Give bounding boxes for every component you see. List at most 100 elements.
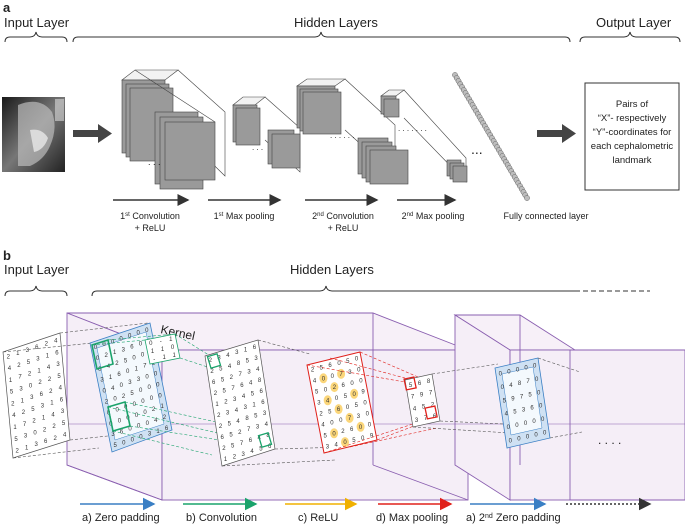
grid-digit: 1: [37, 368, 41, 374]
grid-digit: 4: [249, 381, 253, 387]
grid-digit: 0: [357, 368, 361, 374]
stage-label-conv2-relu: + ReLU: [328, 223, 359, 233]
relu-highlight: [345, 412, 354, 423]
grid-digit: 5: [246, 359, 250, 365]
grid-digit: 2: [105, 353, 109, 359]
pool2-dots: . . . . . . .: [398, 124, 427, 133]
grid-digit: 0: [350, 381, 354, 387]
grid-digit: 1: [215, 402, 219, 408]
grid-digit: 6: [35, 345, 39, 351]
grid-digit: 3: [41, 404, 45, 410]
input-matrix: 2136244253161721435302252136244253161721…: [2, 332, 71, 459]
grid-digit: 2: [43, 427, 47, 433]
grid-digit: 5: [346, 359, 350, 365]
grid-digit: 0: [122, 440, 126, 446]
grid-digit: 4: [54, 339, 58, 345]
grid-digit: 1: [25, 445, 29, 451]
grid-digit: 0: [156, 382, 160, 388]
grid-digit: 0: [363, 401, 367, 407]
grid-digit: 1: [13, 425, 17, 431]
grid-digit: 5: [229, 433, 233, 439]
grid-digit: 0: [131, 437, 135, 443]
grid-digit: 4: [321, 422, 325, 428]
relu-highlight: [334, 404, 343, 415]
output-box: [584, 82, 680, 191]
relu-highlight: [330, 382, 339, 393]
grid-digit: 2: [233, 455, 237, 461]
grid-digit: 0: [148, 385, 152, 391]
panel-a-output-layer-header: Output Layer: [596, 15, 672, 30]
grid-digit: 6: [40, 392, 44, 398]
grid-digit: 6: [328, 363, 332, 369]
grid-digit: 5: [27, 360, 31, 366]
grid-digit: 6: [530, 406, 534, 412]
grid-digit: 5: [221, 378, 225, 384]
grid-digit: 0: [118, 419, 122, 425]
conv1-dots: . . .: [148, 157, 161, 167]
grid-digit: 5: [14, 437, 18, 443]
grid-digit: 1: [113, 350, 117, 356]
grid-digit: 9: [420, 393, 424, 399]
grid-digit: 4: [111, 386, 115, 392]
panel-b-input-layer-header: Input Layer: [4, 262, 70, 277]
grid-digit: 1: [252, 403, 256, 409]
grid-digit: 7: [239, 372, 243, 378]
grid-digit: 6: [44, 439, 48, 445]
grid-digit: 2: [52, 424, 56, 430]
grid-digit: 0: [139, 435, 143, 441]
grid-digit: 4: [509, 383, 513, 389]
grid-digit: 2: [38, 380, 42, 386]
conv2-dots: . . . . . .: [330, 131, 354, 140]
grid-digit: 2: [230, 375, 234, 381]
grid-digit: 1: [16, 351, 20, 357]
panel-a-output-brace: [579, 31, 681, 43]
legend: a) Zero padding b) Convolution c) ReLU d…: [80, 497, 652, 524]
grid-digit: 6: [117, 372, 121, 378]
pool1-dots: . . .: [252, 143, 263, 152]
grid-digit: 0: [132, 355, 136, 361]
grid-digit: 2: [214, 391, 218, 397]
grid-digit: 4: [228, 364, 232, 370]
grid-digit: 0: [143, 410, 147, 416]
grid-digit: 5: [422, 404, 426, 410]
grid-digit: 0: [366, 412, 370, 418]
grid-digit: 3: [357, 414, 361, 420]
grid-digit: 2: [333, 385, 337, 391]
grid-digit: 0: [145, 374, 149, 380]
grid-digit: 4: [326, 398, 330, 404]
grid-digit: 4: [8, 366, 12, 372]
grid-digit: 7: [339, 372, 343, 378]
grid-digit: 0: [133, 402, 137, 408]
grid-digit: 0: [158, 393, 162, 399]
grid-digit: 4: [250, 449, 254, 455]
legend-label-max-pooling: d) Max pooling: [376, 512, 448, 524]
panel-a-letter: a: [3, 0, 11, 15]
grid-digit: 3: [247, 370, 251, 376]
grid-digit: 1: [163, 355, 167, 361]
grid-digit: 0: [126, 369, 130, 375]
grid-digit: 0: [141, 399, 145, 405]
grid-digit: 6: [221, 435, 225, 441]
grid-digit: 0: [516, 368, 520, 374]
grid-digit: 0: [137, 331, 141, 337]
grid-digit: 0: [343, 440, 347, 446]
grid-digit: 0: [171, 345, 175, 351]
grid-digit: 0: [337, 361, 341, 367]
output-line-5: landmark: [612, 155, 651, 166]
grid-digit: 2: [163, 415, 167, 421]
grid-digit: 0: [120, 383, 124, 389]
conv2-feature-maps: [296, 78, 409, 185]
grid-digit: 0: [154, 372, 158, 378]
grid-digit: 4: [63, 433, 67, 439]
relu-projection-lines: [221, 339, 346, 467]
grid-digit: 7: [240, 441, 244, 447]
grid-digit: 4: [335, 442, 339, 448]
grid-digit: 5: [124, 358, 128, 364]
grid-digit: 6: [120, 429, 124, 435]
grid-digit: 3: [522, 408, 526, 414]
grid-digit: 5: [503, 398, 507, 404]
grid-digit: 7: [411, 395, 415, 401]
